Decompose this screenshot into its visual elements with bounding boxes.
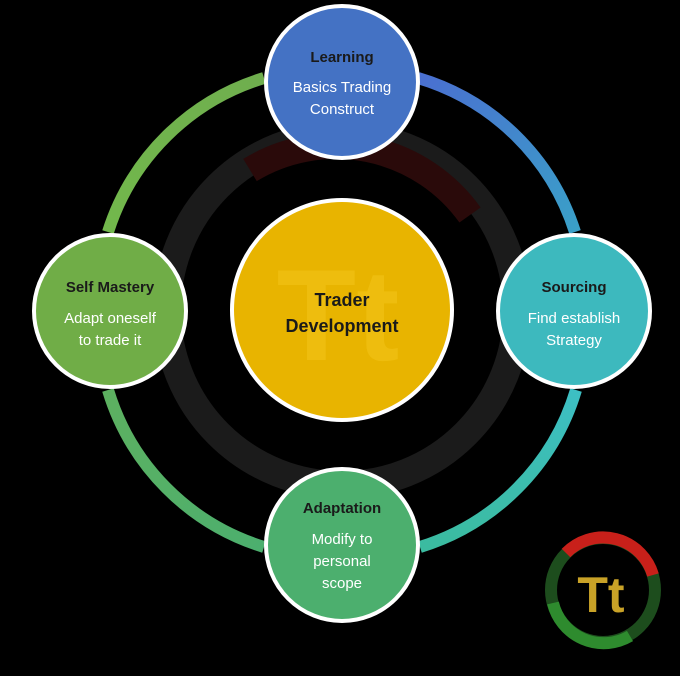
logo-ring-red: [561, 531, 659, 577]
center-node: Tt Trader Development: [230, 198, 454, 422]
logo-ring-green: [547, 601, 634, 650]
node-learning-title: Learning: [310, 49, 373, 66]
node-learning-circle: [264, 4, 420, 160]
node-adaptation-title: Adaptation: [303, 500, 381, 517]
ring-arc-sourcing-adaptation: [418, 388, 582, 553]
ring-arc-learning-sourcing: [416, 72, 581, 234]
node-sourcing-title: Sourcing: [541, 279, 606, 296]
logo-text: Tt: [577, 567, 625, 623]
node-sourcing-line1: Find establish: [528, 310, 621, 327]
center-watermark-logo: Tt: [277, 242, 400, 388]
node-learning-line1: Basics Trading: [293, 79, 391, 96]
node-learning: Learning Basics Trading Construct: [264, 4, 420, 160]
node-adaptation-line3: scope: [322, 575, 362, 592]
center-title-line1: Trader: [314, 290, 369, 310]
node-self-mastery: Self Mastery Adapt oneself to trade it: [32, 233, 188, 389]
node-adaptation-circle: [264, 467, 420, 623]
node-adaptation-line2: personal: [313, 553, 371, 570]
node-adaptation: Adaptation Modify to personal scope: [264, 467, 420, 623]
node-self-mastery-title: Self Mastery: [66, 279, 155, 296]
center-title-line2: Development: [285, 316, 398, 336]
node-sourcing-circle: [496, 233, 652, 389]
node-sourcing-line2: Strategy: [546, 332, 602, 349]
brand-logo: Tt: [545, 531, 661, 650]
node-learning-line2: Construct: [310, 101, 375, 118]
cycle-ring: [102, 72, 582, 553]
node-adaptation-line1: Modify to: [312, 531, 373, 548]
node-self-mastery-circle: [32, 233, 188, 389]
node-sourcing: Sourcing Find establish Strategy: [496, 233, 652, 389]
node-self-mastery-line1: Adapt oneself: [64, 310, 157, 327]
ring-arc-adaptation-selfmastery: [102, 388, 266, 553]
node-self-mastery-line2: to trade it: [79, 332, 142, 349]
center-circle: [230, 198, 454, 422]
ring-arc-selfmastery-learning: [102, 72, 266, 234]
